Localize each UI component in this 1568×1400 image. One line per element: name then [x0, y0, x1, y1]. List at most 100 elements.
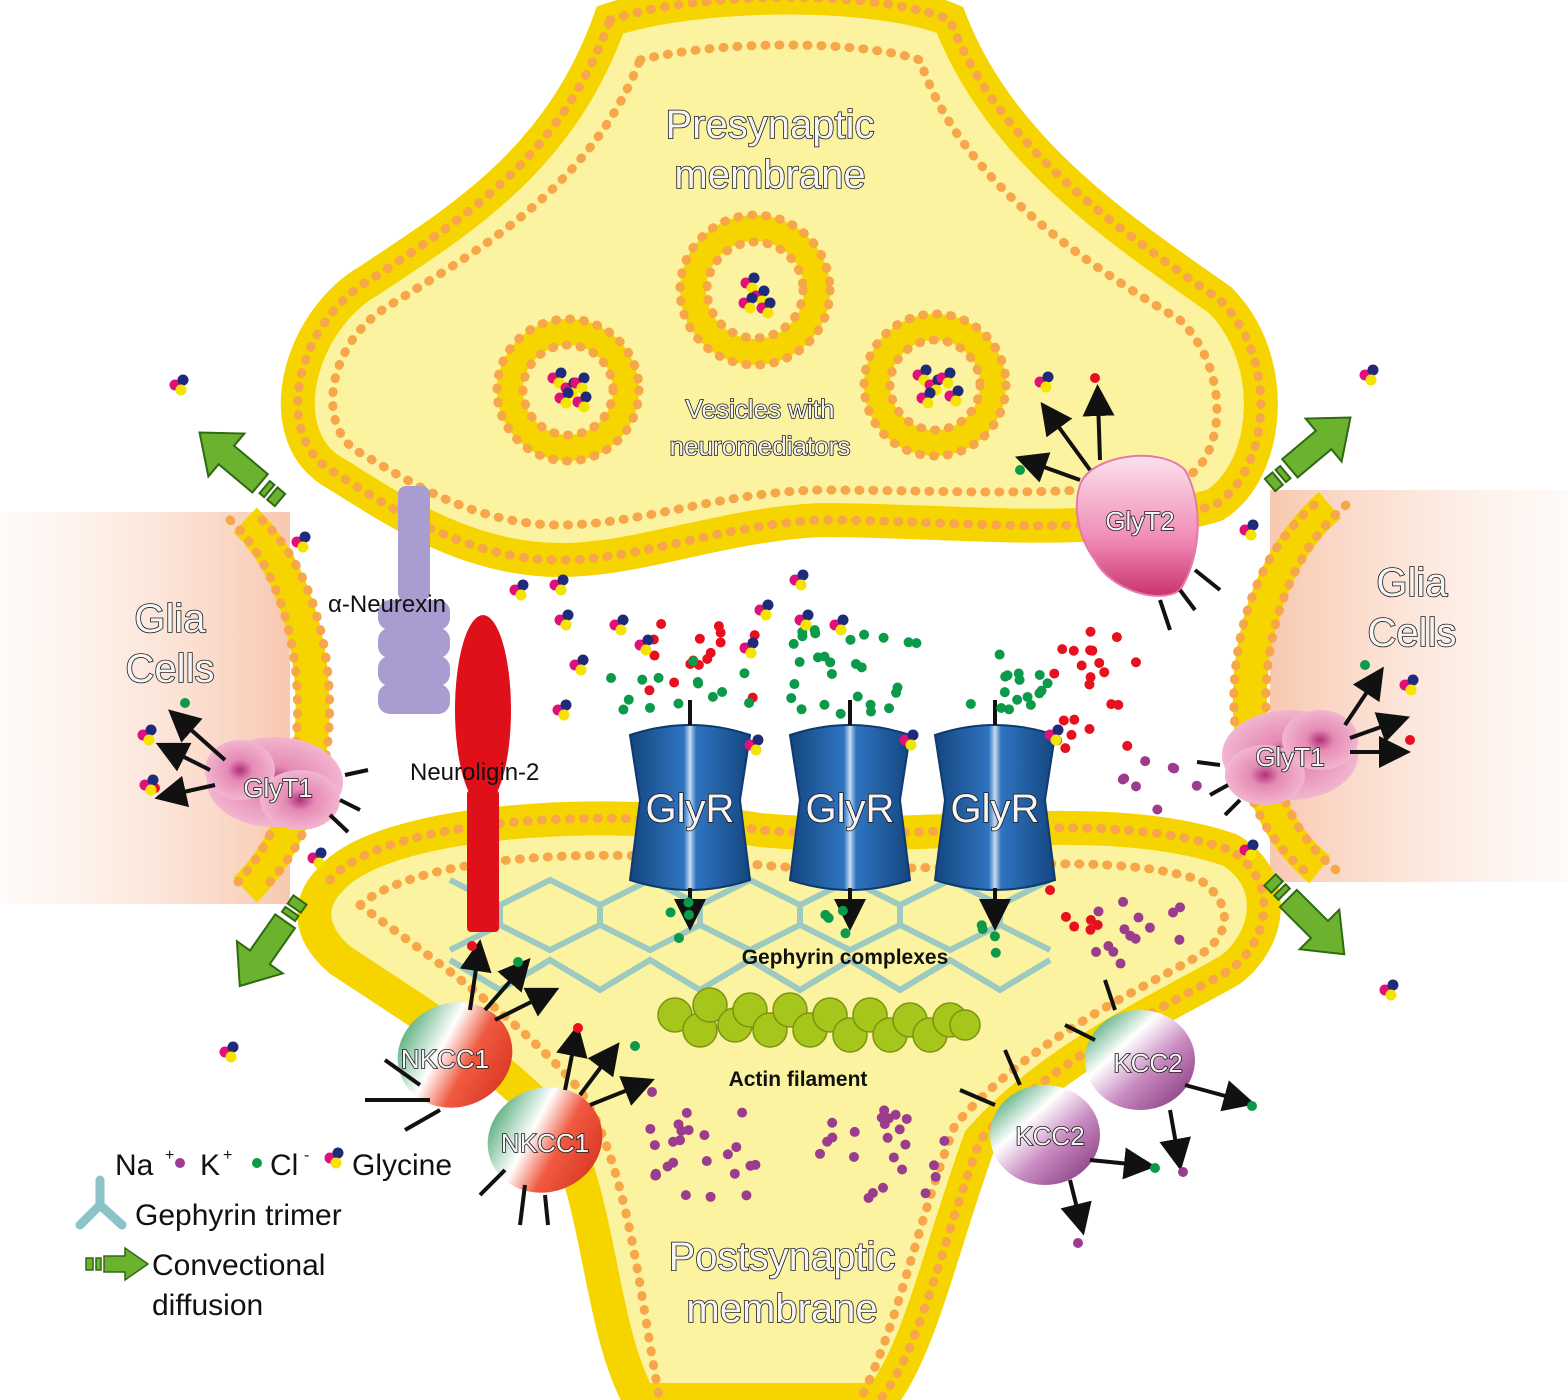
cl-legend-dot [252, 1158, 262, 1168]
k-ion [879, 1105, 890, 1116]
cl-ion [999, 687, 1010, 698]
cl-ion [673, 932, 684, 943]
cl-ion [630, 1041, 640, 1051]
glycine-molecule [1044, 724, 1064, 746]
na-ion [1130, 657, 1141, 668]
k-ion [877, 1182, 888, 1193]
legend-cl-label: Cl [270, 1149, 298, 1182]
cl-ion [744, 698, 755, 709]
k-ion [668, 1157, 679, 1168]
cl-ion [837, 905, 848, 916]
nkcc1-cotransporter-1 [365, 939, 560, 1132]
na-ion [702, 653, 713, 664]
cl-ion [1042, 678, 1053, 689]
glycine-molecule [916, 387, 936, 409]
glyr-label-1: GlyR [646, 787, 735, 831]
k-ion [901, 1113, 912, 1124]
glycine-molecule [754, 599, 774, 621]
cl-ion [1012, 694, 1023, 705]
kcc2-label-1: KCC2 [1113, 1048, 1182, 1078]
cl-ion [892, 682, 903, 693]
na-ion [1122, 740, 1133, 751]
glycine-molecule [137, 724, 157, 746]
glycine-molecule [794, 609, 814, 631]
glycine-molecule [1359, 364, 1379, 386]
text-labels: Presynaptic membrane Postsynaptic membra… [115, 102, 1457, 1332]
k-ion [1191, 780, 1202, 791]
cl-ion [637, 674, 648, 685]
glycine-molecule [569, 654, 589, 676]
k-ion [1131, 781, 1142, 792]
cl-ion [645, 702, 656, 713]
cl-ion [1015, 465, 1025, 475]
vesicles-label-line1: Vesicles with [686, 394, 835, 424]
na-ion [669, 677, 680, 688]
cl-ion [794, 657, 805, 668]
cl-ion [977, 924, 988, 935]
glycine-molecule [307, 847, 327, 869]
cl-ion [665, 907, 676, 918]
glyt2-label: GlyT2 [1105, 506, 1174, 536]
k-ion [1119, 924, 1130, 935]
vesicles-label-line2: neuromediators [670, 431, 851, 461]
na-ion [1087, 645, 1098, 656]
cl-ion [989, 931, 1000, 942]
actin-filament-label: Actin filament [729, 1068, 868, 1091]
convectional-arrow-icon [85, 1246, 150, 1282]
nkcc1-cotransporter-2 [478, 1024, 655, 1226]
k-ion [929, 1160, 940, 1171]
cl-ion [618, 704, 629, 715]
k-ion [645, 1123, 656, 1134]
k-ion [1118, 896, 1129, 907]
glyt1-right-transporter [1196, 666, 1411, 817]
cl-ion [1034, 688, 1045, 699]
cl-ion [1004, 704, 1015, 715]
postsynaptic-label-line1: Postsynaptic [669, 1235, 896, 1279]
cl-ion [683, 909, 694, 920]
presynaptic-label-line1: Presynaptic [666, 103, 875, 147]
cl-ion [653, 672, 664, 683]
na-ion [1099, 667, 1110, 678]
k-ion [1093, 906, 1104, 917]
glycine-molecule [554, 609, 574, 631]
glycine-molecule [899, 729, 919, 751]
na-ion [1069, 921, 1080, 932]
cl-ion [1022, 691, 1033, 702]
kcc2-cotransporter-1 [1064, 979, 1256, 1171]
glycine-molecule [169, 374, 189, 396]
k-ion [699, 1130, 710, 1141]
k-ion [882, 1132, 893, 1143]
nkcc1-label-2: NKCC1 [501, 1128, 589, 1158]
glycine-molecule [744, 734, 764, 756]
kcc2-cotransporter-2 [959, 1049, 1156, 1236]
cl-ion [823, 913, 834, 924]
k-ion [894, 1124, 905, 1135]
k-ion [815, 1148, 826, 1159]
glyr-label-2: GlyR [806, 787, 895, 831]
k-ion [1073, 1238, 1083, 1248]
cl-ion [1360, 660, 1370, 670]
glycine-molecule [549, 574, 569, 596]
k-ion [1133, 912, 1144, 923]
glycine-molecule [554, 387, 574, 409]
glia-right-label-line1: Glia [1376, 561, 1448, 605]
glycine-molecule [829, 614, 849, 636]
cl-ion [826, 668, 837, 679]
cl-ion [812, 652, 823, 663]
na-ion [1085, 626, 1096, 637]
glycine-molecule [944, 385, 964, 407]
glycine-molecule [1399, 674, 1419, 696]
cl-ion [1247, 1101, 1257, 1111]
cl-ion [797, 631, 808, 642]
k-ion [647, 1087, 657, 1097]
k-ion [1168, 907, 1179, 918]
glyt1-left-transporter [154, 709, 369, 834]
cl-ion [707, 691, 718, 702]
glia-left-label-line1: Glia [134, 597, 206, 641]
legend-k-charge: + [223, 1147, 232, 1164]
cl-ion [1025, 699, 1036, 710]
na-ion [1106, 699, 1117, 710]
k-ion [1144, 922, 1155, 933]
